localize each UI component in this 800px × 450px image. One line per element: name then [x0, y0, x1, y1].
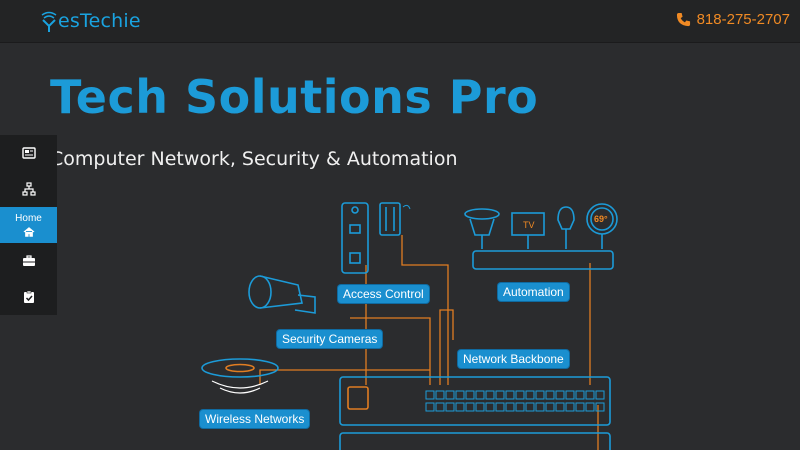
logo-wifi-y-icon	[41, 11, 57, 32]
label-network-backbone: Network Backbone	[458, 350, 569, 368]
phone-link[interactable]: 818-275-2707	[676, 11, 790, 28]
wireless-access-point	[201, 358, 279, 394]
switch-port	[595, 402, 605, 412]
automation-devices	[464, 203, 618, 270]
switch-port	[465, 390, 475, 400]
home-icon	[23, 226, 34, 237]
access-control-keypad	[341, 202, 411, 274]
nav-home-label: Home	[15, 212, 42, 224]
briefcase-icon	[22, 255, 35, 266]
nav-item-home[interactable]: Home	[0, 207, 57, 243]
switch-port	[485, 402, 495, 412]
switch-port	[565, 390, 575, 400]
nav-item-clipboard[interactable]	[0, 279, 57, 315]
page-subtitle: Computer Network, Security & Automation	[50, 148, 458, 170]
switch-port	[505, 390, 515, 400]
network-diagram: TV 69° Access Control Automation Securit…	[190, 185, 630, 450]
switch-port	[475, 402, 485, 412]
switch-port	[465, 402, 475, 412]
side-navigation: Home	[0, 135, 57, 315]
switch-port	[455, 390, 465, 400]
switch-port	[535, 402, 545, 412]
switch-port	[575, 390, 585, 400]
switch-port	[495, 390, 505, 400]
switch-port	[575, 402, 585, 412]
switch-port	[425, 402, 435, 412]
label-access-control: Access Control	[338, 285, 429, 303]
switch-port	[505, 402, 515, 412]
phone-icon	[676, 12, 690, 27]
switch-port	[535, 390, 545, 400]
switch-port	[515, 402, 525, 412]
label-wireless-networks: Wireless Networks	[200, 410, 310, 428]
page-title: Tech Solutions Pro	[50, 70, 539, 124]
nav-item-news[interactable]	[0, 135, 57, 171]
switch-port	[445, 390, 455, 400]
switch-port	[525, 390, 535, 400]
thermostat-text: 69°	[594, 214, 608, 224]
switch-port	[545, 390, 555, 400]
switch-port	[485, 390, 495, 400]
security-camera	[248, 275, 316, 314]
switch-port	[495, 402, 505, 412]
network-diagram-illustration: TV 69°	[201, 202, 618, 450]
phone-number: 818-275-2707	[696, 11, 790, 28]
nav-item-network[interactable]	[0, 171, 57, 207]
switch-port	[455, 402, 465, 412]
switch-port	[595, 390, 605, 400]
top-bar: esTechie 818-275-2707	[0, 0, 800, 43]
switch-port	[545, 402, 555, 412]
switch-port	[475, 390, 485, 400]
newspaper-icon	[21, 147, 36, 159]
label-security-cameras: Security Cameras	[277, 330, 383, 348]
switch-port	[555, 390, 565, 400]
switch-port	[425, 390, 435, 400]
label-automation: Automation	[498, 283, 569, 301]
clipboard-check-icon	[23, 290, 34, 303]
switch-port	[585, 402, 595, 412]
tv-text: TV	[523, 220, 535, 230]
switch-port	[435, 390, 445, 400]
logo-text: esTechie	[58, 10, 141, 32]
switch-port	[435, 402, 445, 412]
switch-port	[445, 402, 455, 412]
nav-item-briefcase[interactable]	[0, 243, 57, 279]
switch-port	[515, 390, 525, 400]
switch-port	[525, 402, 535, 412]
sitemap-icon	[21, 182, 36, 196]
switch-port	[555, 402, 565, 412]
switch-port	[565, 402, 575, 412]
logo[interactable]: esTechie	[40, 8, 141, 34]
switch-port	[585, 390, 595, 400]
network-switch	[339, 376, 611, 450]
